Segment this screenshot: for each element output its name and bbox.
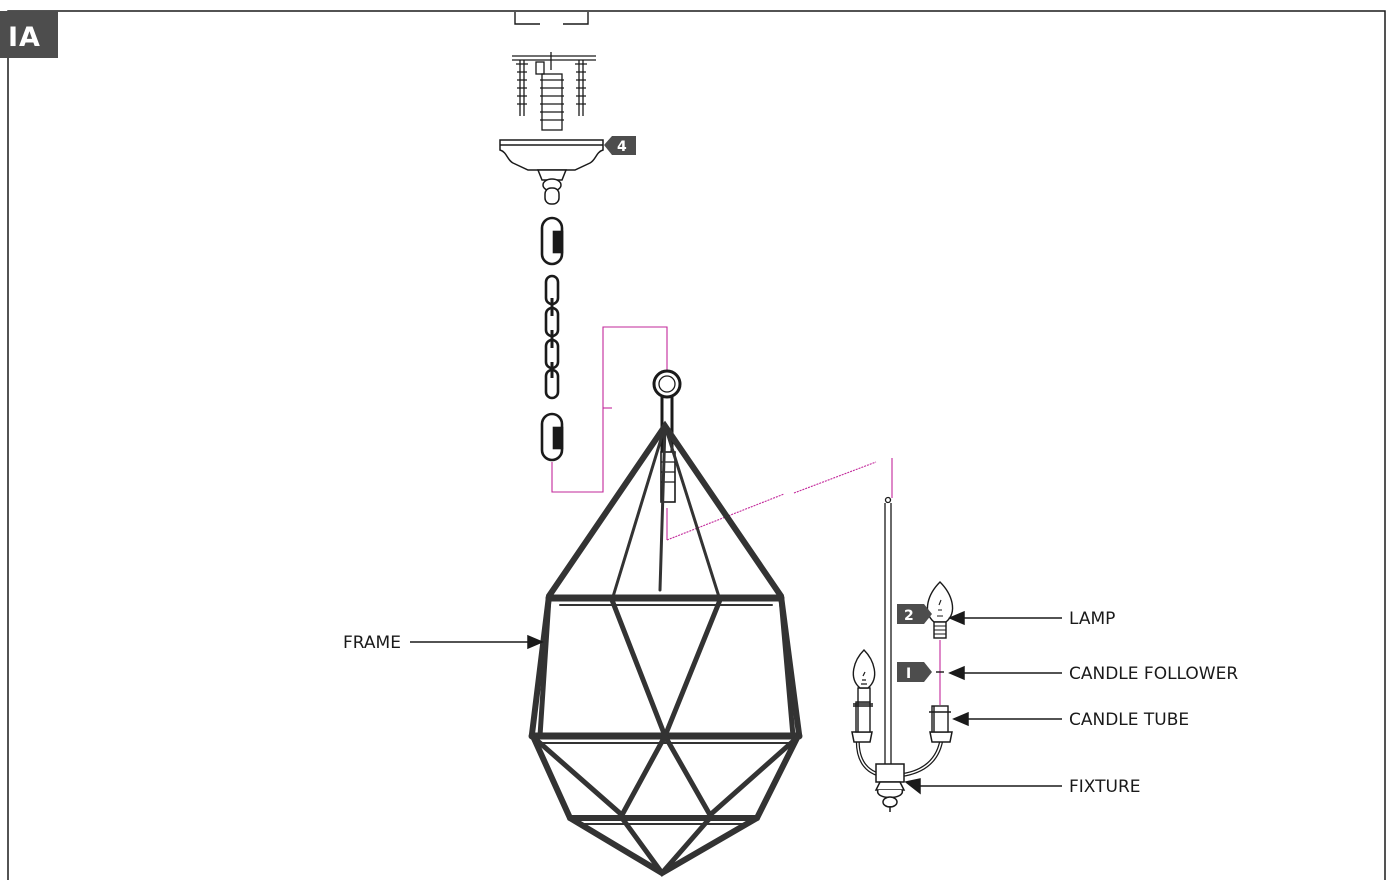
step-badge-candle-follower: I (897, 662, 932, 682)
figure-badge-text: IA (8, 22, 41, 53)
candle-tube (929, 705, 951, 733)
step-badge-canopy: 4 (604, 136, 636, 155)
figure-badge-box (0, 11, 58, 58)
svg-text:4: 4 (617, 139, 627, 155)
svg-text:I: I (906, 666, 911, 682)
canopy (499, 139, 604, 205)
step-badge-lamp: 2 (897, 604, 932, 624)
label-fixture: FIXTURE (1069, 777, 1141, 797)
fixture (851, 731, 953, 812)
left-candle (852, 649, 876, 733)
frame (528, 420, 803, 878)
wire-route (551, 326, 941, 705)
svg-text:2: 2 (904, 608, 914, 624)
label-candle-follower: CANDLE FOLLOWER (1069, 664, 1238, 684)
figure-badge: IA (0, 11, 58, 58)
fixture-rod (884, 496, 892, 770)
chain (540, 216, 564, 462)
label-lamp: LAMP (1069, 609, 1115, 629)
diagram-border (7, 10, 1386, 880)
label-candle-tube: CANDLE TUBE (1069, 710, 1189, 730)
leaders (410, 610, 1062, 795)
frame-loop (652, 369, 682, 503)
lamp (926, 581, 954, 639)
mounting-hardware (512, 52, 596, 131)
label-frame: FRAME (343, 633, 401, 653)
outlet-box (514, 12, 589, 25)
